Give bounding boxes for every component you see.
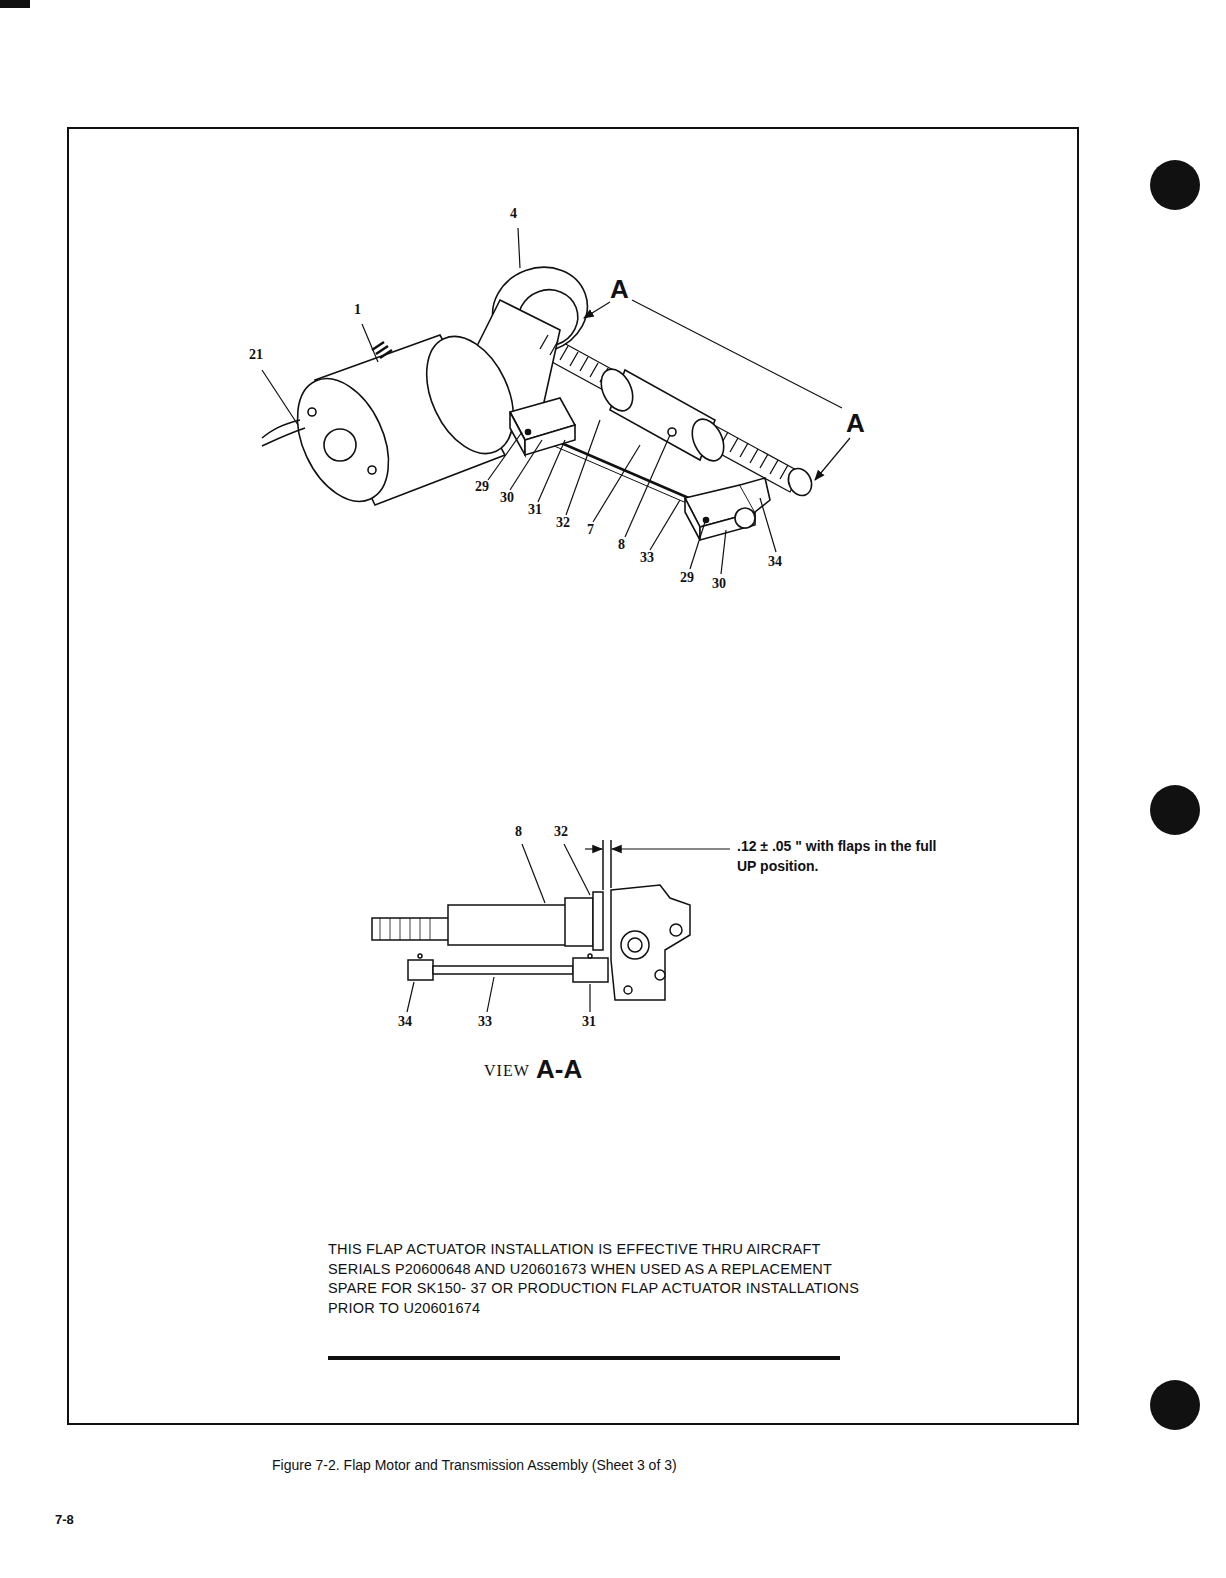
callout-number: 4 [510, 206, 517, 222]
callout-number: 31 [582, 1014, 596, 1030]
section-mark: A [610, 274, 629, 305]
callout-number: 7 [587, 522, 594, 538]
callout-number: 30 [712, 576, 726, 592]
callout-number: 32 [554, 824, 568, 840]
callout-number: 33 [478, 1014, 492, 1030]
callout-number: 34 [398, 1014, 412, 1030]
callout-number: 32 [556, 515, 570, 531]
callout-number: 31 [528, 502, 542, 518]
dimension-note: .12 ± .05 " with flaps in the full UP po… [737, 836, 952, 876]
callout-number: 21 [249, 347, 263, 363]
leader-lines [262, 228, 850, 574]
view-title: VIEW [484, 1062, 530, 1080]
callout-number: 8 [618, 537, 625, 553]
view-a-a [372, 840, 690, 1000]
page-marks [0, 0, 1200, 1430]
callout-number: 30 [500, 490, 514, 506]
callout-number: 8 [515, 824, 522, 840]
effectivity-note: THIS FLAP ACTUATOR INSTALLATION IS EFFEC… [328, 1240, 868, 1318]
section-mark: A [846, 408, 865, 439]
figure-caption: Figure 7-2. Flap Motor and Transmission … [272, 1457, 677, 1473]
callout-number: 33 [640, 550, 654, 566]
callout-number: 29 [475, 479, 489, 495]
view-title: A-A [536, 1054, 582, 1085]
callout-number: 29 [680, 570, 694, 586]
callout-number: 1 [354, 302, 361, 318]
dimension-lines [407, 844, 730, 1012]
motor-assembly [262, 254, 816, 540]
callout-number: 34 [768, 554, 782, 570]
page-number: 7-8 [55, 1512, 74, 1527]
